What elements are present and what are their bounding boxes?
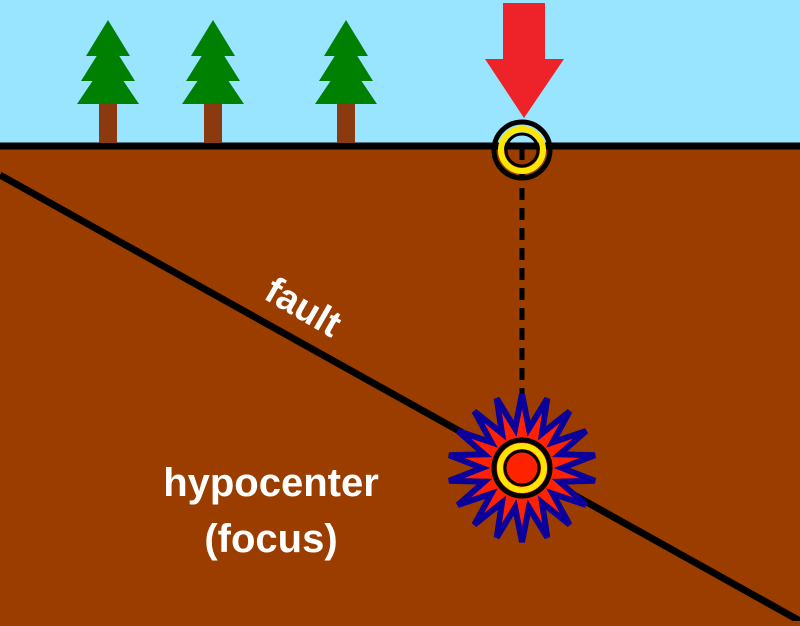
focus-label: (focus)	[204, 517, 337, 561]
tree-icon	[315, 20, 377, 143]
sky	[0, 0, 800, 146]
ring-marker-icon	[491, 119, 553, 181]
down-arrow-icon	[485, 3, 564, 118]
fault-line	[0, 171, 800, 625]
tree-icon	[182, 20, 244, 143]
ground	[0, 146, 800, 621]
hypocenter-label: hypocenter	[163, 461, 379, 505]
starburst-icon	[448, 393, 596, 543]
tree-icon	[77, 20, 139, 143]
